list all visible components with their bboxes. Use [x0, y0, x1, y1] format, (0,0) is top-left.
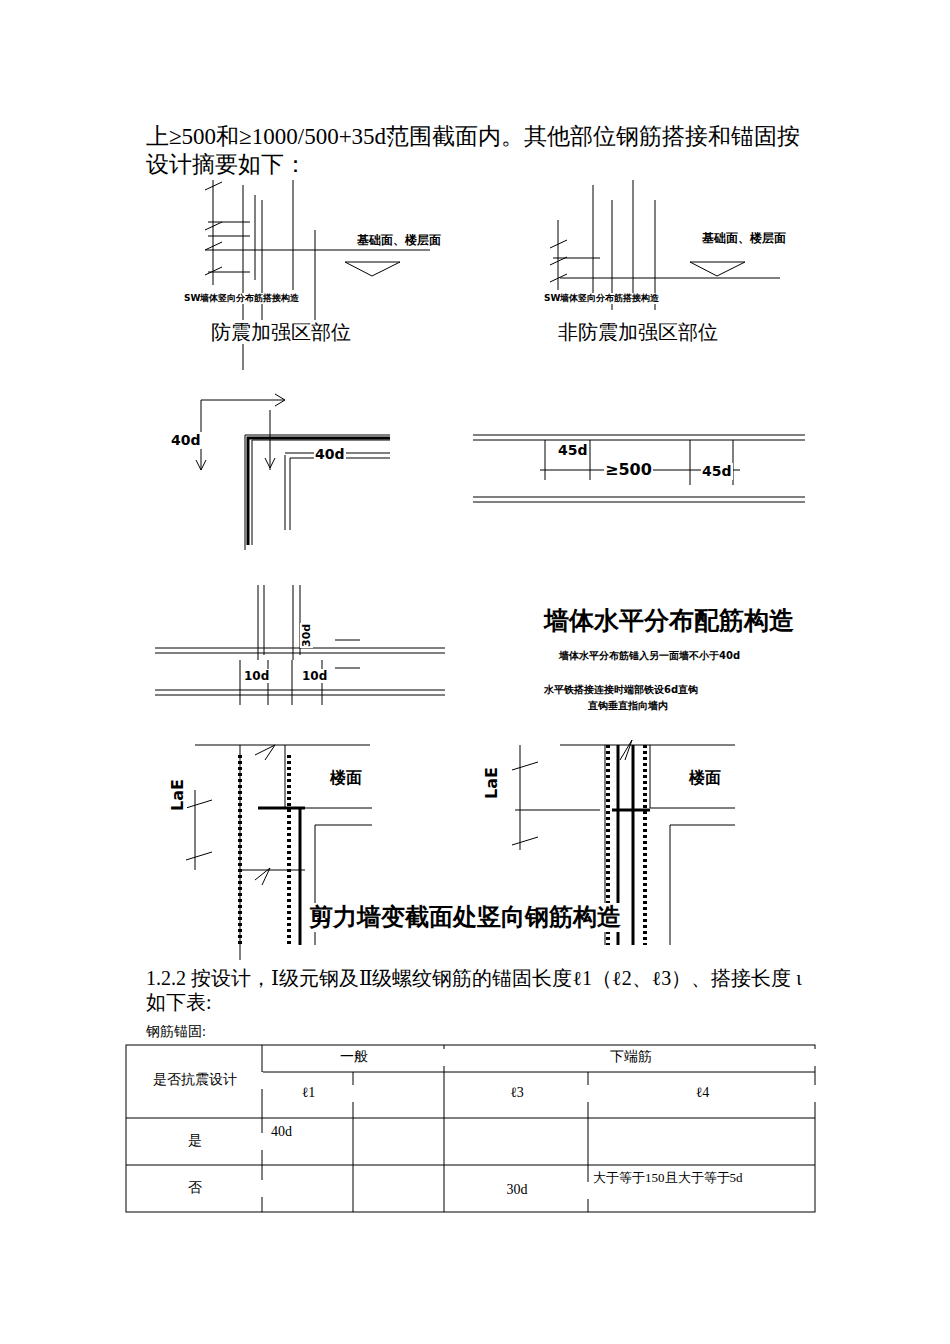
table-cell: ℓ3: [445, 1085, 589, 1102]
plane-label: 基础面、楼层面: [701, 231, 787, 245]
plane-label: 基础面、楼层面: [356, 233, 442, 247]
table-cell: 是: [127, 1133, 263, 1150]
floor-label: 楼面: [329, 768, 363, 787]
dimension: 30d: [300, 623, 313, 648]
dimension: 40d: [314, 446, 346, 463]
zone-caption: 非防震加强区部位: [557, 320, 719, 344]
dimension: ≥500: [604, 460, 653, 479]
dimension: 10d: [301, 669, 328, 683]
dimension: LaE: [482, 766, 501, 800]
table-cell: 下端筋: [445, 1049, 816, 1066]
table-cell: 一般: [263, 1049, 445, 1066]
note: 直钩垂直指向墙内: [587, 700, 669, 712]
body-paragraph: 1.2.2 按设计，Ⅰ级元钢及Ⅱ级螺纹钢筋的锚固长度ℓ1（ℓ2、ℓ3）、搭接长度…: [145, 966, 817, 1014]
table-cell: 30d: [445, 1182, 589, 1199]
detail-title: SW墙体竖向分布筋搭接构造: [543, 293, 660, 304]
detail-title: 剪力墙变截面处竖向钢筋构造: [308, 903, 622, 932]
table-cell: 大于等于150且大于等于5d: [592, 1170, 814, 1186]
body-paragraph: 上≥500和≥1000/500+35d范围截面内。其他部位钢筋搭接和锚固按设计摘…: [145, 123, 817, 178]
table-cell: ℓ4: [589, 1085, 816, 1102]
table-cell: 是否抗震设计: [127, 1072, 263, 1089]
dimension: 45d: [701, 463, 733, 480]
table-cell: ℓ1: [263, 1085, 354, 1102]
table-cell: 40d: [270, 1124, 293, 1141]
table-caption: 钢筋锚固:: [145, 1024, 207, 1041]
note: 水平铁搭接连接时端部铁设6d直钩: [543, 684, 699, 696]
dimension: 10d: [243, 669, 270, 683]
detail-title: 墙体水平分布配筋构造: [543, 606, 795, 636]
floor-label: 楼面: [688, 768, 722, 787]
dimension: 40d: [170, 432, 202, 449]
dimension: LaE: [168, 778, 187, 812]
zone-caption: 防震加强区部位: [210, 320, 352, 344]
detail-title: SW墙体竖向分布筋搭接构造: [183, 293, 300, 304]
table-cell: 否: [127, 1180, 263, 1197]
note: 墙体水平分布筋锚入另一面墙不小于40d: [558, 650, 741, 662]
dimension: 45d: [557, 442, 589, 459]
